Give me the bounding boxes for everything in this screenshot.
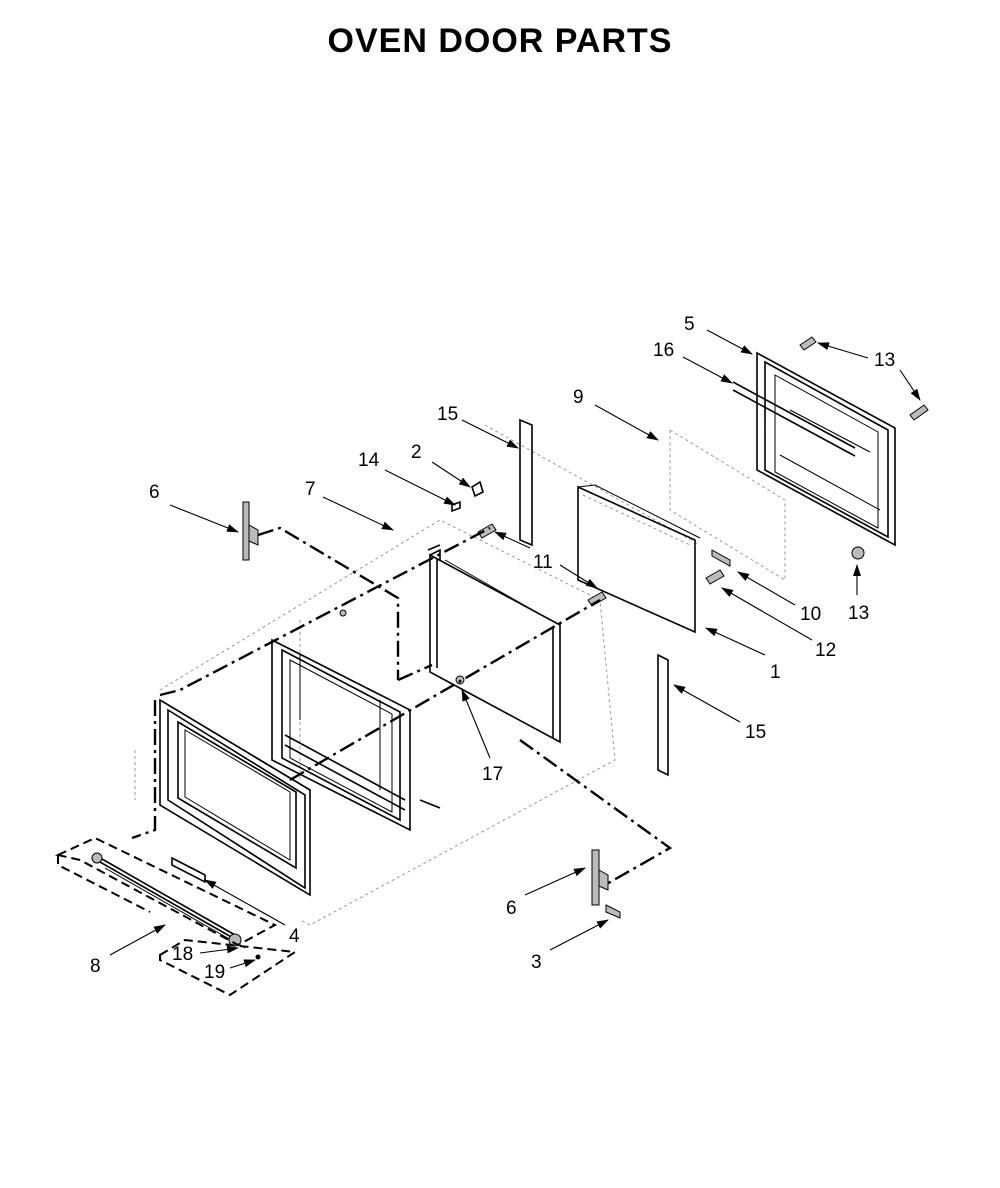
outer-door-panel <box>159 698 311 897</box>
hinge-upper <box>242 501 259 561</box>
callout-19: 19 <box>204 962 225 983</box>
middle-glass-pack <box>577 484 701 634</box>
screw-11-lower <box>587 591 607 607</box>
callout-labels: 1 2 3 4 5 6 6 7 8 9 10 11 12 13 13 14 15… <box>90 314 895 983</box>
screw-13-right <box>909 404 929 421</box>
callout-7: 7 <box>305 479 316 500</box>
callout-10: 10 <box>800 604 821 625</box>
screw-3 <box>605 904 621 919</box>
hinge-channel-frame <box>427 544 561 744</box>
callout-6-lower: 6 <box>506 898 517 919</box>
clip-10 <box>711 549 731 567</box>
callout-6-upper: 6 <box>149 482 160 503</box>
callout-5: 5 <box>684 314 695 335</box>
diagram-title: OVEN DOOR PARTS <box>327 22 673 60</box>
endcap-group-dashed-box <box>159 938 298 997</box>
callout-14: 14 <box>358 450 380 471</box>
callout-18: 18 <box>172 944 193 965</box>
clip-2 <box>471 480 484 498</box>
door-handle <box>91 852 261 960</box>
callout-16: 16 <box>653 340 674 361</box>
leader-lines <box>109 329 921 969</box>
callout-2: 2 <box>411 442 422 463</box>
callout-11: 11 <box>533 552 553 573</box>
callout-3: 3 <box>531 952 542 973</box>
inner-door-glass <box>669 429 786 581</box>
screw-11-upper <box>477 523 497 539</box>
callout-15-upper: 15 <box>437 404 458 425</box>
fastener-17 <box>339 609 465 685</box>
callout-9: 9 <box>573 387 584 408</box>
callout-8: 8 <box>90 956 101 977</box>
inner-door-frame <box>732 351 896 547</box>
door-liner-frame <box>271 638 441 832</box>
clip-14 <box>451 500 461 513</box>
side-trim-strip-lower <box>657 653 669 777</box>
callout-13-upper: 13 <box>874 350 895 371</box>
alignment-phantom-lines <box>131 526 673 887</box>
callout-17: 17 <box>482 764 503 785</box>
screw-12 <box>705 569 725 585</box>
hinge-lower <box>591 849 609 906</box>
callout-4: 4 <box>289 926 300 947</box>
callout-13-lower: 13 <box>848 603 869 624</box>
side-trim-strip-upper <box>519 418 533 547</box>
callout-15-lower: 15 <box>745 722 766 743</box>
door-assembly-ghost-outline <box>134 424 701 926</box>
screw-13-lower <box>851 546 865 560</box>
handle-group-dashed-box <box>54 836 278 947</box>
callout-12: 12 <box>815 640 836 661</box>
callout-1: 1 <box>770 662 781 683</box>
screw-13-upper <box>799 336 817 351</box>
